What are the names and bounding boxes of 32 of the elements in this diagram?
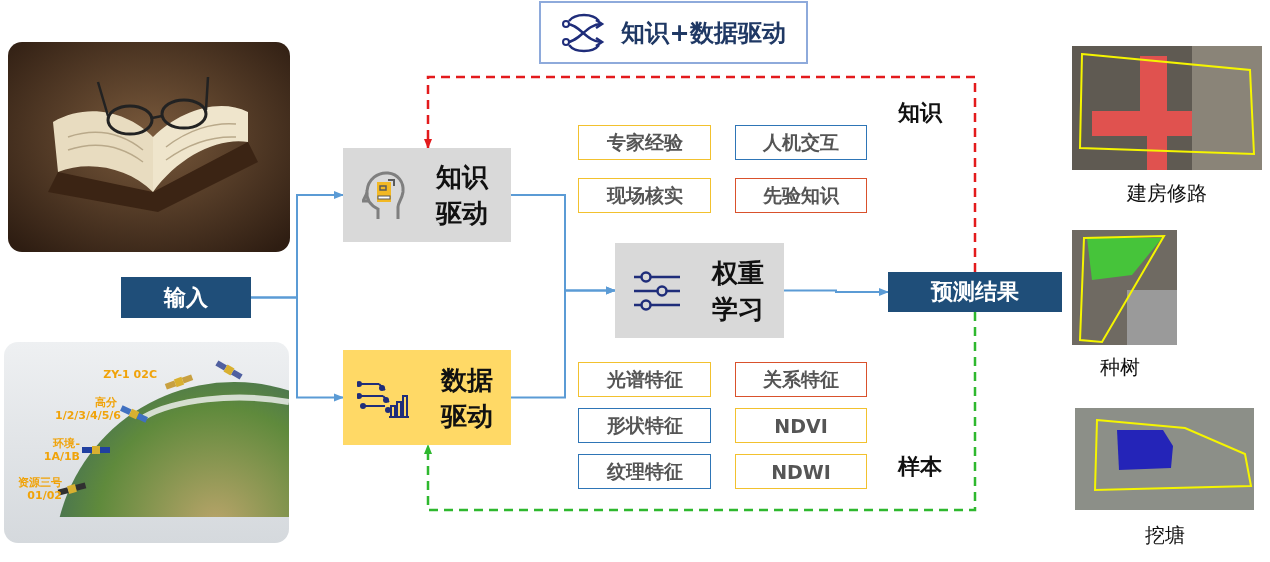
feature-tag: 形状特征 xyxy=(578,408,711,443)
process-box xyxy=(615,243,784,338)
feature-tag: 关系特征 xyxy=(735,362,867,397)
image-caption: 种树 xyxy=(1099,354,1141,381)
feature-tag: NDWI xyxy=(735,454,867,489)
box-label: 数据驱动 xyxy=(441,363,494,433)
feature-tag: 现场核实 xyxy=(578,178,711,213)
box-label: 知识驱动 xyxy=(436,161,490,230)
image-caption: 挖塘 xyxy=(1143,522,1186,549)
feature-tag: 专家经验 xyxy=(578,125,711,160)
side-label: 知识 xyxy=(898,100,944,127)
arrow xyxy=(783,288,889,296)
arrow xyxy=(424,75,977,272)
feature-tag: NDVI xyxy=(735,408,867,443)
feature-tag: 光谱特征 xyxy=(578,362,711,397)
side-label: 样本 xyxy=(898,454,943,481)
arrow xyxy=(250,296,344,402)
feature-tag: 纹理特征 xyxy=(578,454,711,489)
satellite-label: ZY-1 02C xyxy=(102,368,157,382)
feature-tag: 人机交互 xyxy=(735,125,867,160)
satellite-label: 资源三号 01/02 xyxy=(17,476,62,503)
satellite-label: 环境- 1A/1B xyxy=(42,437,80,464)
process-box xyxy=(343,350,511,445)
title: 知识+数据驱动 xyxy=(621,17,786,49)
image-caption: 建房修路 xyxy=(1126,180,1208,207)
arrow xyxy=(424,312,977,512)
process-box xyxy=(343,148,511,242)
feature-tag: 先验知识 xyxy=(735,178,867,213)
box-label: 权重学习 xyxy=(711,256,765,326)
arrow xyxy=(510,286,616,399)
process-box: 输入 xyxy=(121,277,251,318)
process-box: 预测结果 xyxy=(888,272,1062,312)
